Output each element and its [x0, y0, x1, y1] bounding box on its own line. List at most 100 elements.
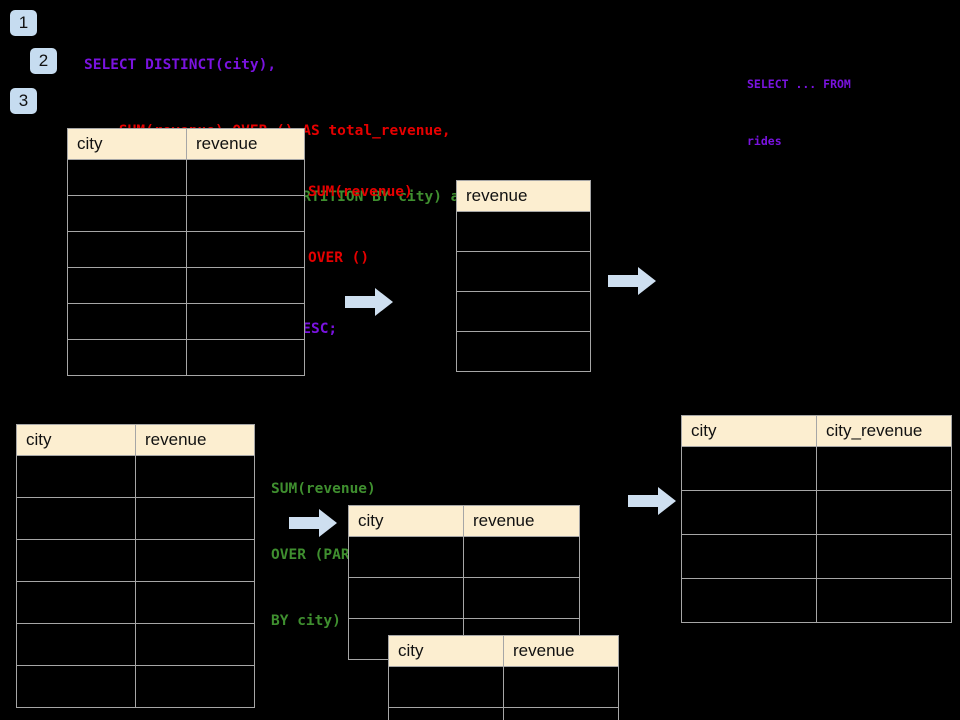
table-cell [67, 195, 187, 232]
table-row [67, 231, 305, 268]
table-cell [456, 251, 591, 292]
table-cell [135, 497, 255, 540]
table-cell [186, 303, 305, 340]
table-cell [16, 581, 136, 624]
table-row [67, 267, 305, 304]
column-header-revenue: revenue [456, 180, 591, 212]
step-badge-3[interactable]: 3 [10, 88, 37, 114]
table-cell [348, 577, 464, 619]
table-cell [135, 539, 255, 582]
table-cell [456, 291, 591, 332]
column-header-revenue: revenue [186, 128, 305, 160]
table-header-row: city revenue [348, 505, 580, 537]
column-header-city: city [388, 635, 504, 667]
table-cell [388, 666, 504, 708]
column-header-city: city [67, 128, 187, 160]
table-cell [16, 497, 136, 540]
table-cell [463, 536, 580, 578]
table-cell [816, 446, 952, 491]
table-cell [186, 195, 305, 232]
column-header-revenue: revenue [135, 424, 255, 456]
column-header-city: city [348, 505, 464, 537]
table-cell [135, 623, 255, 666]
annotation-sum-over-partition-line-1: SUM(revenue) [271, 481, 376, 497]
annotation-sum-over-empty-line-2: OVER () [308, 250, 370, 266]
table-cell [816, 490, 952, 535]
table-cell [67, 159, 187, 196]
table-cell [186, 339, 305, 376]
rides-source-table: city revenue [67, 128, 305, 376]
column-header-revenue: revenue [463, 505, 580, 537]
table-cell [681, 446, 817, 491]
table-row [681, 446, 952, 491]
table-row [16, 665, 255, 708]
table-cell [186, 231, 305, 268]
table-row [16, 497, 255, 540]
table-header-row: city revenue [67, 128, 305, 160]
rides-source-table-partitioned: city revenue [16, 424, 255, 708]
table-header-row: revenue [456, 180, 591, 212]
column-header-city: city [16, 424, 136, 456]
table-row [388, 707, 619, 720]
table-row [456, 331, 591, 372]
annotation-sum-over-empty: SUM(revenue) OVER () [308, 137, 413, 313]
table-header-row: city revenue [388, 635, 619, 667]
callout-line-1: SELECT ... FROM [747, 77, 851, 91]
table-cell [16, 665, 136, 708]
table-row [456, 291, 591, 332]
table-cell [67, 339, 187, 376]
table-row [681, 490, 952, 535]
table-row [67, 159, 305, 196]
step-badge-2[interactable]: 2 [30, 48, 57, 74]
annotation-sum-over-empty-line-1: SUM(revenue) [308, 184, 413, 200]
table-cell [67, 267, 187, 304]
table-cell [135, 455, 255, 498]
table-cell [67, 303, 187, 340]
column-header-city-revenue: city_revenue [816, 415, 952, 447]
table-cell [16, 539, 136, 582]
table-cell [16, 623, 136, 666]
table-row [681, 578, 952, 623]
table-cell [503, 666, 619, 708]
total-revenue-table: revenue [456, 180, 591, 372]
table-cell [681, 490, 817, 535]
table-cell [816, 578, 952, 623]
table-row [16, 623, 255, 666]
table-row [348, 536, 580, 578]
step-badge-1[interactable]: 1 [10, 10, 37, 36]
table-cell [186, 267, 305, 304]
table-cell [186, 159, 305, 196]
column-header-city: city [681, 415, 817, 447]
table-row [348, 577, 580, 619]
arrow-source-to-total [345, 288, 393, 316]
arrow-source-to-partition [289, 509, 337, 537]
table-cell [135, 665, 255, 708]
table-cell [348, 536, 464, 578]
sql-line-1: SELECT DISTINCT(city), [84, 57, 277, 73]
table-cell [463, 577, 580, 619]
callout-select-from-rides: SELECT ... FROM rides [747, 37, 851, 189]
table-row [388, 666, 619, 708]
table-row [681, 534, 952, 579]
arrow-total-to-result [608, 267, 656, 295]
table-cell [16, 455, 136, 498]
annotation-sum-over-partition-line-3: BY city) [271, 613, 341, 629]
table-header-row: city revenue [16, 424, 255, 456]
table-cell [503, 707, 619, 720]
arrow-partition-to-result [628, 487, 676, 515]
table-cell [681, 578, 817, 623]
table-row [456, 251, 591, 292]
table-cell [681, 534, 817, 579]
table-cell [388, 707, 504, 720]
table-row [456, 211, 591, 252]
table-row [16, 539, 255, 582]
table-cell [456, 331, 591, 372]
table-row [67, 303, 305, 340]
column-header-revenue: revenue [503, 635, 619, 667]
table-row [16, 581, 255, 624]
table-row [67, 195, 305, 232]
partition-group-table-b: city revenue [388, 635, 619, 720]
table-header-row: city city_revenue [681, 415, 952, 447]
table-cell [816, 534, 952, 579]
